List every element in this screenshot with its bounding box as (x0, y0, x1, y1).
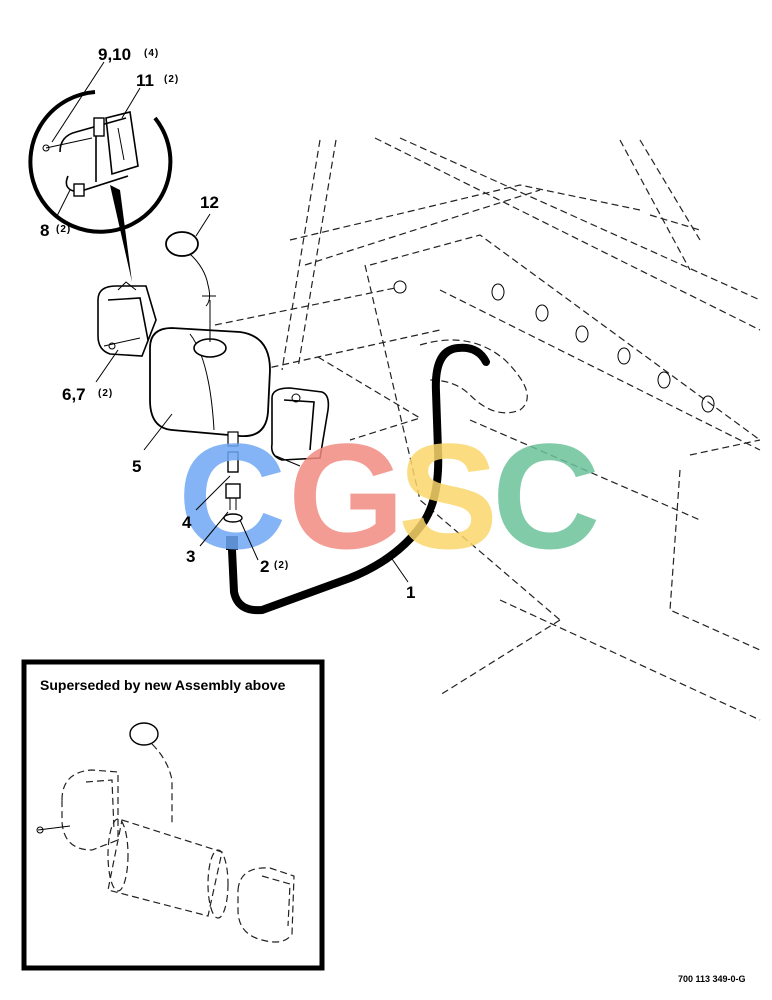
reservoir-tank (149, 327, 271, 447)
fitting-stack (223, 451, 243, 550)
callout-11: 11 (2) (136, 71, 179, 90)
hose (228, 343, 490, 615)
callout-5: 5 (132, 457, 141, 476)
tank-mount-bracket-right (270, 387, 330, 467)
watermark-letter-c2: C (492, 412, 600, 580)
filler-cap-with-tether (165, 231, 216, 342)
svg-text:4: 4 (182, 513, 192, 532)
machine-frame-outline (281, 137, 761, 721)
detail-bracket (42, 111, 139, 197)
svg-text:(2): (2) (164, 74, 179, 85)
inset-bracket-left (36, 769, 119, 851)
svg-text:(2): (2) (98, 388, 113, 399)
svg-text:(2): (2) (56, 224, 71, 235)
callout-2: 2 (2) (260, 557, 289, 576)
svg-text:(4): (4) (144, 48, 159, 59)
watermark-letter-c1: C (178, 412, 286, 580)
svg-text:3: 3 (186, 547, 195, 566)
svg-text:11: 11 (136, 71, 154, 90)
callout-8: 8 (2) (40, 221, 71, 240)
svg-text:6,7: 6,7 (62, 385, 86, 404)
svg-text:1: 1 (406, 583, 415, 602)
callout-3: 3 (186, 547, 195, 566)
inset-bracket-right (237, 867, 295, 943)
inset-title: Superseded by new Assembly above (40, 677, 286, 693)
inset-cap (129, 722, 173, 826)
callout-4: 4 (182, 513, 192, 532)
callout-9-10: 9,10 (4) (98, 45, 159, 64)
svg-text:2: 2 (260, 557, 269, 576)
callout-12: 12 (200, 193, 219, 212)
callout-6-7: 6,7 (2) (62, 385, 113, 404)
svg-text:8: 8 (40, 221, 49, 240)
superseded-inset: Superseded by new Assembly above (21, 659, 325, 971)
watermark-letter-s: S (398, 412, 498, 580)
callout-leaders (51, 61, 409, 583)
document-number: 700 113 349-0-G (678, 974, 746, 984)
callout-1: 1 (406, 583, 415, 602)
assembly-leader-lines (214, 287, 441, 373)
watermark-letter-g: G (288, 412, 405, 580)
frame-bolt-heads (393, 280, 715, 413)
tank-mount-bracket-left (97, 281, 157, 357)
frame-hose-bracket (317, 339, 528, 441)
svg-text:(2): (2) (274, 560, 289, 571)
svg-text:5: 5 (132, 457, 141, 476)
inset-tank (107, 818, 229, 919)
detail-circle (28, 90, 173, 282)
svg-text:12: 12 (200, 193, 219, 212)
watermark-cgsc: C G S C (178, 412, 600, 580)
svg-text:9,10: 9,10 (98, 45, 131, 64)
